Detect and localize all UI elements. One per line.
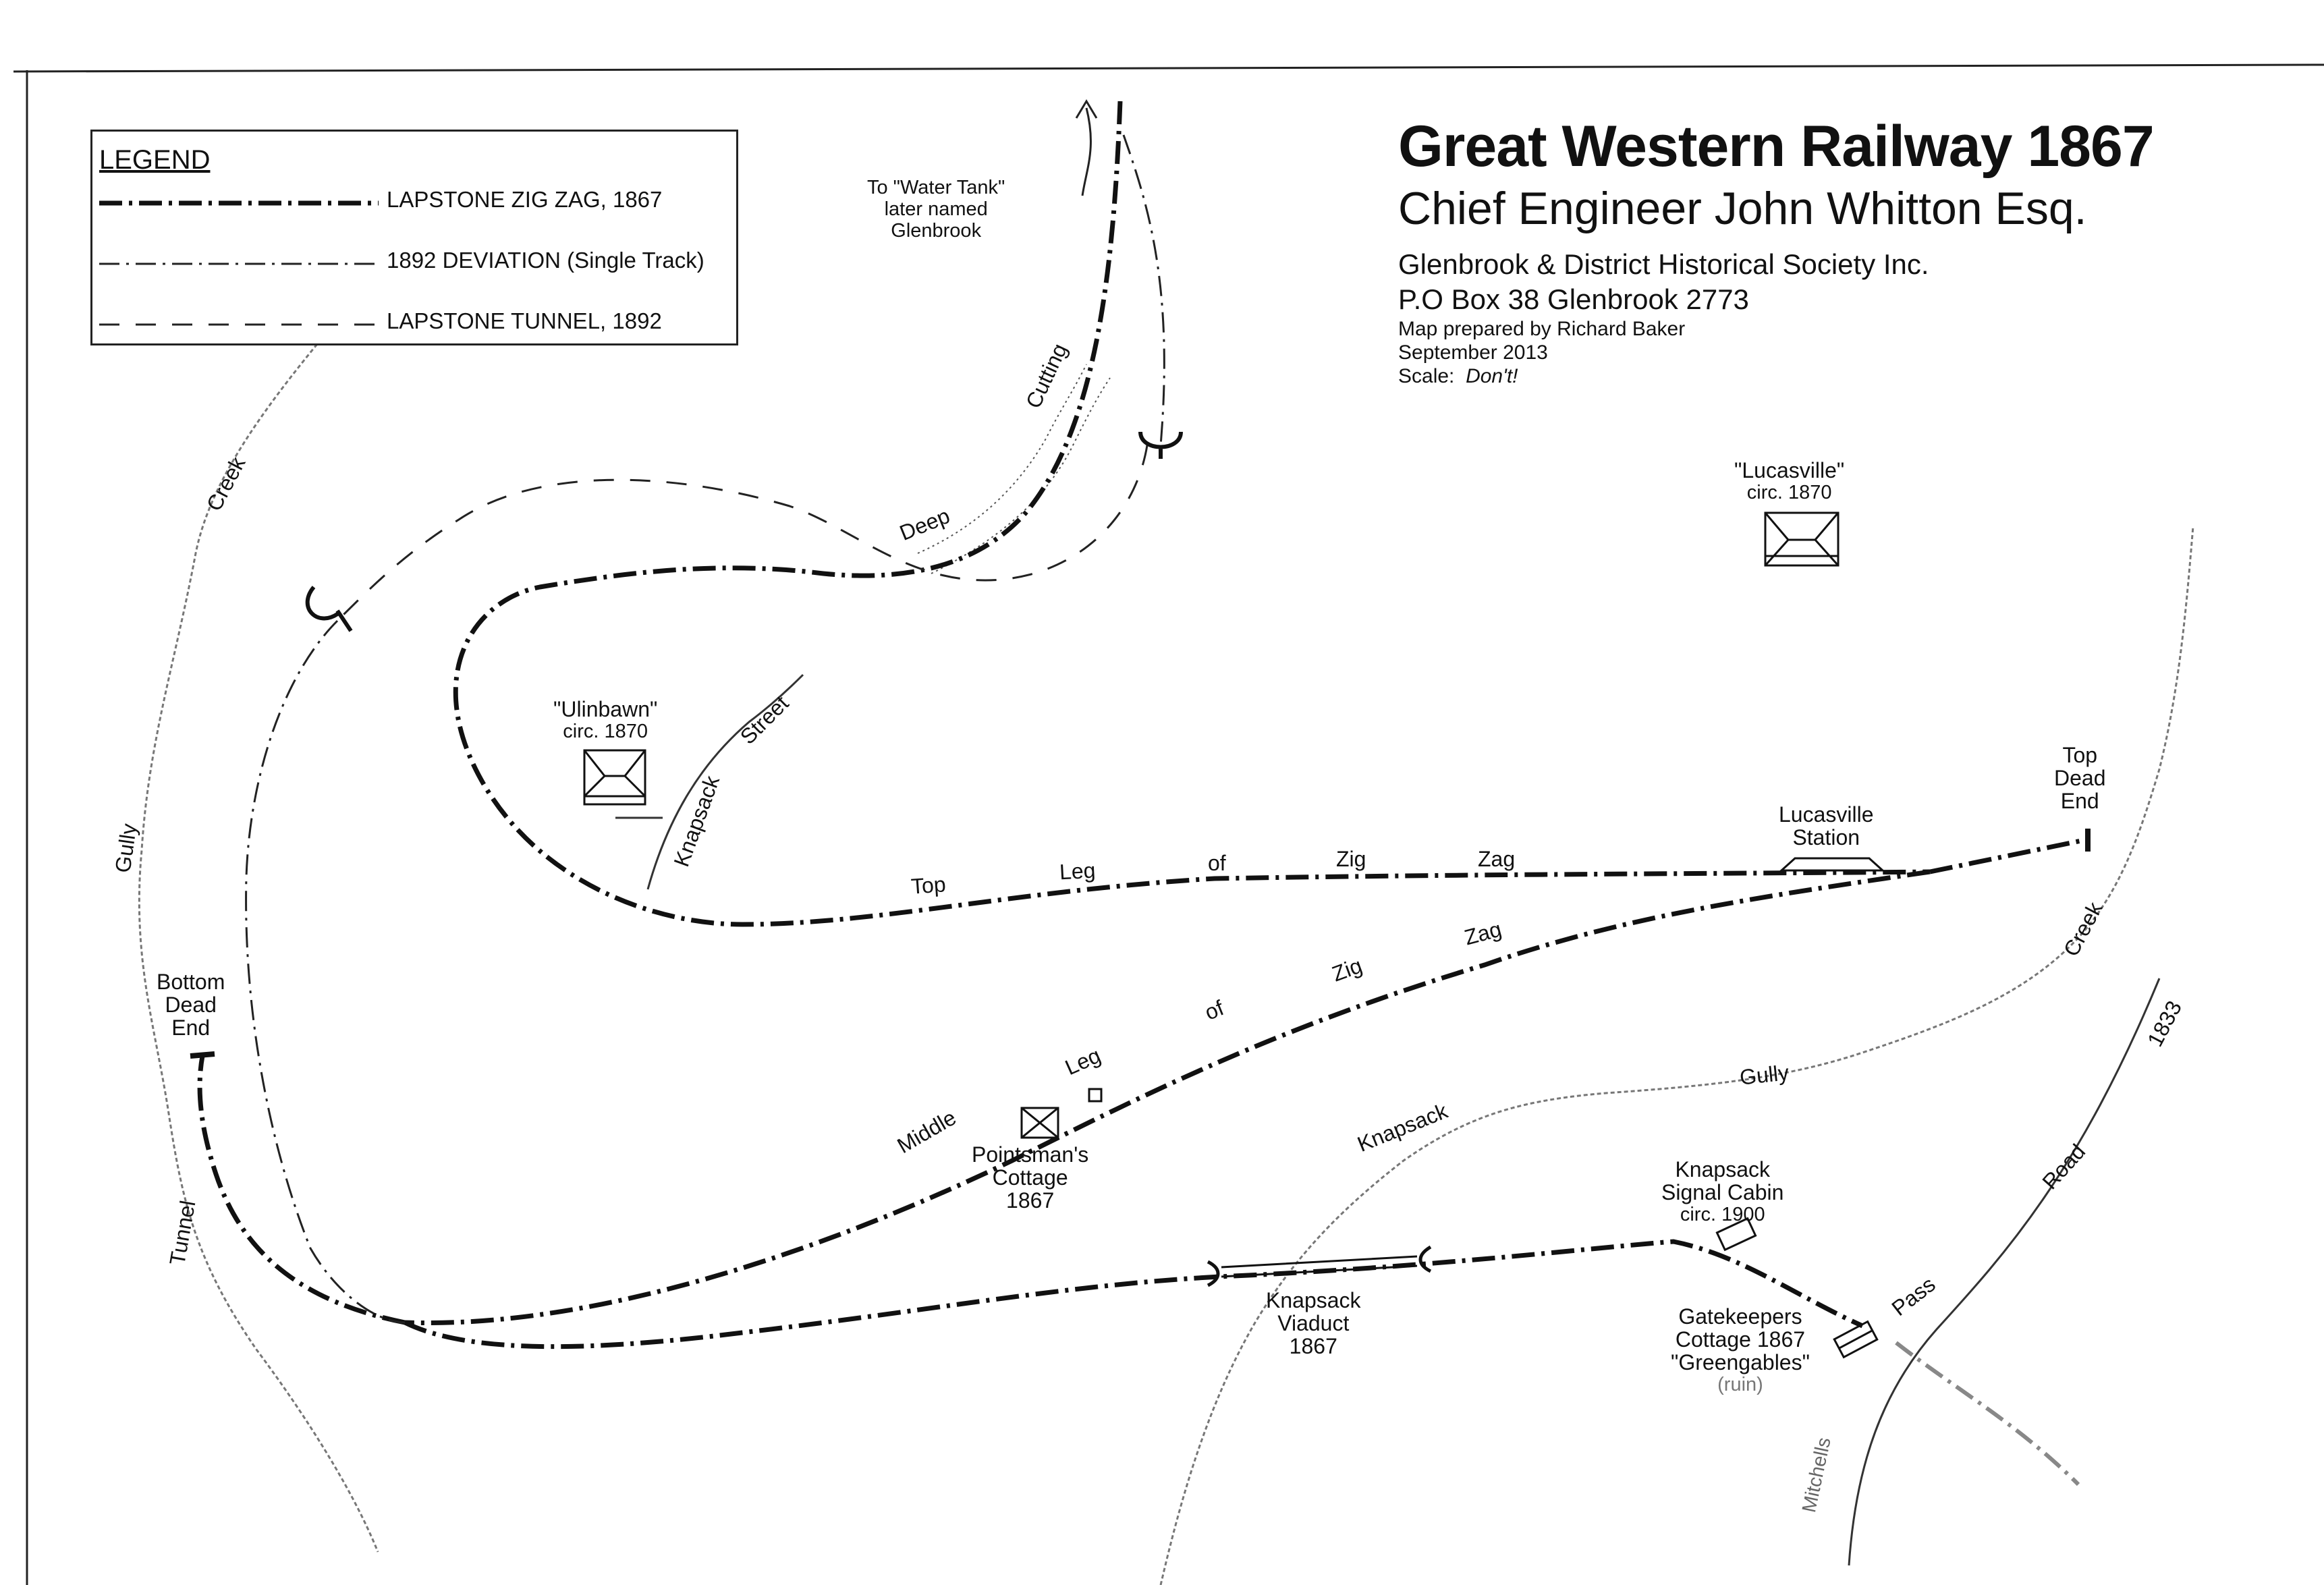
lower-line	[404, 1239, 1864, 1350]
label-viaduct-1: Knapsack	[1266, 1288, 1361, 1312]
label-pointsman-cottage: Pointsman's Cottage 1867	[972, 1143, 1088, 1212]
mitchells-pass-road	[1848, 978, 2161, 1566]
legend-swatch-zigzag	[99, 200, 379, 206]
lucasville-station-platform	[1779, 857, 1885, 872]
knapsack-viaduct	[1207, 1245, 1432, 1287]
label-ulinbawn-name: "Ulinbawn"	[553, 697, 658, 721]
label-water-tank-line3: Glenbrook	[891, 220, 982, 242]
label-pointsman-2: Cottage	[992, 1165, 1068, 1190]
society-address: P.O Box 38 Glenbrook 2773	[1398, 283, 1749, 315]
map-subtitle: Chief Engineer John Whitton Esq.	[1398, 183, 2087, 234]
label-ulinbawn-date: circ. 1870	[563, 721, 648, 742]
legend-swatch-tunnel	[99, 323, 379, 326]
label-gatekeepers-1: Gatekeepers	[1678, 1304, 1802, 1329]
zig-zag-approach	[453, 101, 1931, 927]
water-tank-arrow	[1075, 99, 1098, 196]
label-gatekeepers-3: "Greengables"	[1671, 1350, 1810, 1374]
legend-label-tunnel: LAPSTONE TUNNEL, 1892	[387, 308, 662, 333]
label-water-tank-line1: To "Water Tank"	[867, 177, 1005, 198]
tunnel-gully-creek	[138, 343, 379, 1553]
label-gully-right: Gully	[1738, 1060, 1790, 1090]
preparation-block: Map prepared by Richard Baker September …	[1398, 317, 1685, 388]
scale-value: Don't!	[1466, 365, 1518, 387]
label-pointsman-1: Pointsman's	[972, 1142, 1089, 1167]
label-signal-cabin: Knapsack Signal Cabin circ. 1900	[1661, 1158, 1783, 1225]
label-top-leg-4: Zig	[1336, 847, 1366, 871]
label-pointsman-3: 1867	[1006, 1188, 1055, 1213]
building-gatekeepers	[1833, 1320, 1879, 1359]
legend-label-deviation: 1892 DEVIATION (Single Track)	[387, 248, 704, 273]
label-lucasville-house-date: circ. 1870	[1746, 482, 1832, 503]
legend-row-zigzag: LAPSTONE ZIG ZAG, 1867	[92, 184, 736, 225]
tunnel-portal-north	[1138, 431, 1183, 459]
legend-row-deviation: 1892 DEVIATION (Single Track)	[92, 245, 736, 285]
label-lucasville-house: "Lucasville" circ. 1870	[1734, 459, 1844, 503]
label-viaduct: Knapsack Viaduct 1867	[1266, 1289, 1361, 1358]
deep-cutting	[917, 364, 1111, 574]
label-signal-cabin-2: Signal Cabin	[1661, 1180, 1784, 1204]
building-ulinbawn	[583, 749, 646, 806]
frame-top-line	[13, 63, 2324, 73]
legend-swatch-deviation	[99, 262, 379, 265]
tunnel-portals	[305, 431, 1183, 632]
society-name: Glenbrook & District Historical Society …	[1398, 248, 1929, 280]
top-leg-tail	[1929, 837, 2088, 874]
label-lucasville-station: Lucasville Station	[1779, 803, 1874, 849]
roads	[615, 673, 2161, 1566]
creek-lines	[138, 343, 2194, 1585]
label-top-leg-3: of	[1208, 851, 1226, 875]
prepared-date: September 2013	[1398, 341, 1548, 364]
pass-extension	[1895, 1341, 2080, 1486]
legend-box: LEGEND LAPSTONE ZIG ZAG, 1867 1892 DEVIA…	[90, 130, 738, 345]
legend-row-tunnel: LAPSTONE TUNNEL, 1892	[92, 306, 736, 346]
label-top-dead-end: Top Dead End	[2054, 744, 2106, 812]
building-lucasville	[1764, 511, 1839, 567]
society-block: Glenbrook & District Historical Society …	[1398, 247, 1929, 317]
legend-title: LEGEND	[99, 145, 211, 175]
label-gatekeepers-2: Cottage 1867	[1675, 1327, 1806, 1352]
bottom-dead-end-bar	[190, 1051, 215, 1059]
middle-leg	[404, 869, 1931, 1326]
label-water-tank: To "Water Tank" later named Glenbrook	[867, 177, 1005, 242]
label-top-dead-end-1: Top	[2062, 743, 2098, 767]
label-gatekeepers-cottage: Gatekeepers Cottage 1867 "Greengables" (…	[1671, 1305, 1810, 1395]
label-ulinbawn: "Ulinbawn" circ. 1870	[553, 698, 657, 742]
prepared-by: Map prepared by Richard Baker	[1398, 318, 1686, 340]
label-gatekeepers-4: (ruin)	[1717, 1374, 1763, 1395]
label-lucasville-station-2: Station	[1792, 825, 1860, 850]
label-viaduct-2: Viaduct	[1277, 1311, 1350, 1335]
label-water-tank-line2: later named	[884, 198, 988, 220]
deviation-1892	[245, 134, 1165, 1324]
label-signal-cabin-1: Knapsack	[1675, 1157, 1770, 1181]
bottom-leg	[197, 1055, 406, 1325]
knapsack-gully-creek	[1159, 526, 2194, 1585]
label-signal-cabin-3: circ. 1900	[1680, 1204, 1765, 1225]
knapsack-street	[646, 673, 804, 890]
label-top-dead-end-2: Dead	[2054, 766, 2106, 790]
label-top-leg-5: Zag	[1478, 847, 1516, 871]
label-bottom-dead-end-1: Bottom	[157, 970, 225, 994]
zig-zag-1867	[197, 101, 2088, 1350]
label-bottom-dead-end: Bottom Dead End	[157, 970, 225, 1039]
scale-line: Scale: Don't!	[1398, 364, 1685, 388]
label-viaduct-3: 1867	[1289, 1334, 1337, 1358]
label-top-leg-2: Leg	[1059, 858, 1097, 885]
label-top-leg-1: Top	[910, 872, 947, 899]
scale-label: Scale:	[1398, 365, 1455, 387]
building-pointsman	[1020, 1088, 1103, 1139]
building-signal-cabin	[1715, 1217, 1757, 1252]
label-lucasville-house-name: "Lucasville"	[1734, 458, 1845, 482]
map-title: Great Western Railway 1867	[1398, 114, 2155, 179]
legend-label-zigzag: LAPSTONE ZIG ZAG, 1867	[387, 187, 663, 212]
label-top-dead-end-3: End	[2060, 789, 2099, 813]
label-bottom-dead-end-2: Dead	[165, 993, 217, 1017]
label-bottom-dead-end-3: End	[171, 1016, 211, 1040]
tunnel-portal-south	[305, 586, 353, 632]
tunnel-1892	[336, 445, 1149, 622]
label-lucasville-station-1: Lucasville	[1779, 802, 1874, 827]
